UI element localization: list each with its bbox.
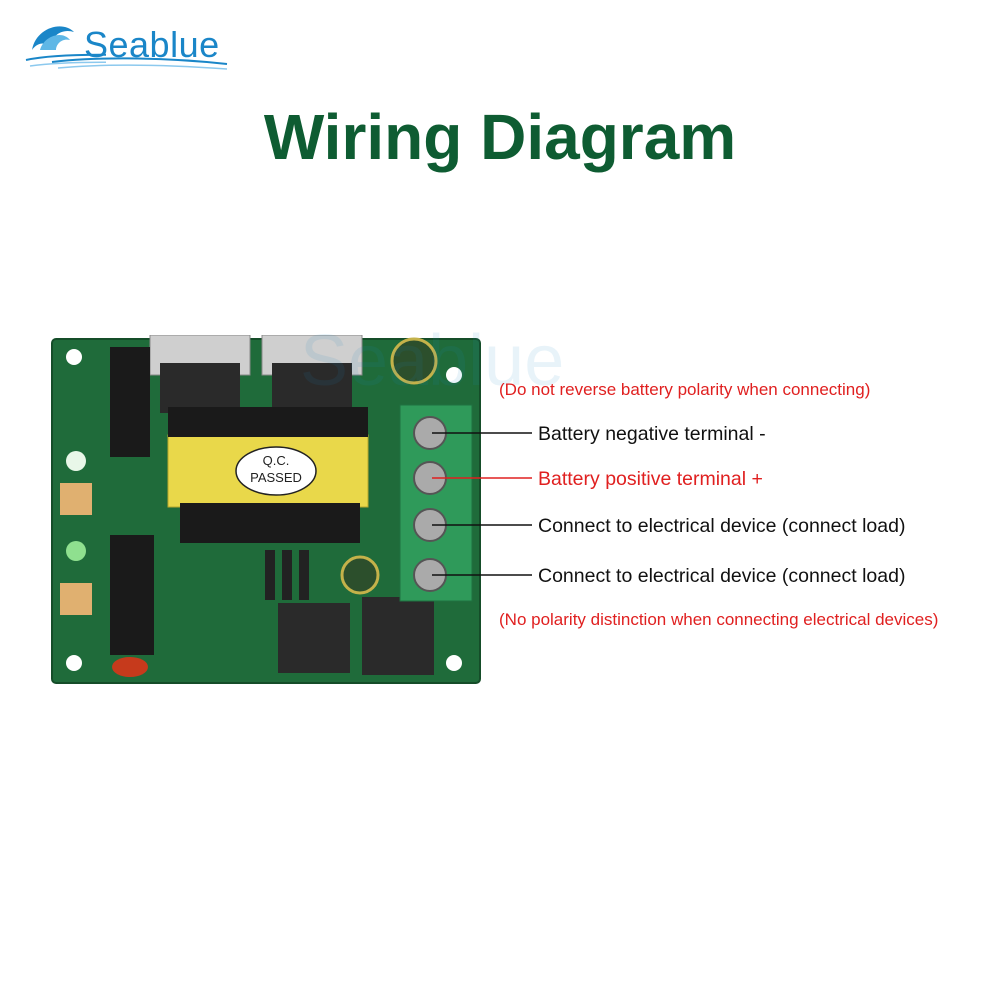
brand-logo: Seablue (22, 10, 232, 70)
terminal-label-load-1: Connect to electrical device (connect lo… (538, 515, 906, 537)
load-polarity-note: (No polarity distinction when connecting… (499, 610, 939, 629)
brand-watermark: Seablue (300, 321, 565, 401)
terminal-label-battery-negative: Battery negative terminal - (538, 423, 766, 445)
inverter-board-image: Q.C. PASSED (51, 335, 481, 684)
page-title: Wiring Diagram (263, 101, 737, 173)
polarity-warning-note: (Do not reverse battery polarity when co… (499, 380, 871, 399)
qc-label-line1: Q.C. (263, 453, 290, 468)
qc-label-line2: PASSED (250, 470, 302, 485)
brand-name: Seablue (84, 24, 220, 65)
terminal-label-battery-positive: Battery positive terminal + (538, 468, 763, 490)
terminal-label-load-2: Connect to electrical device (connect lo… (538, 565, 906, 587)
